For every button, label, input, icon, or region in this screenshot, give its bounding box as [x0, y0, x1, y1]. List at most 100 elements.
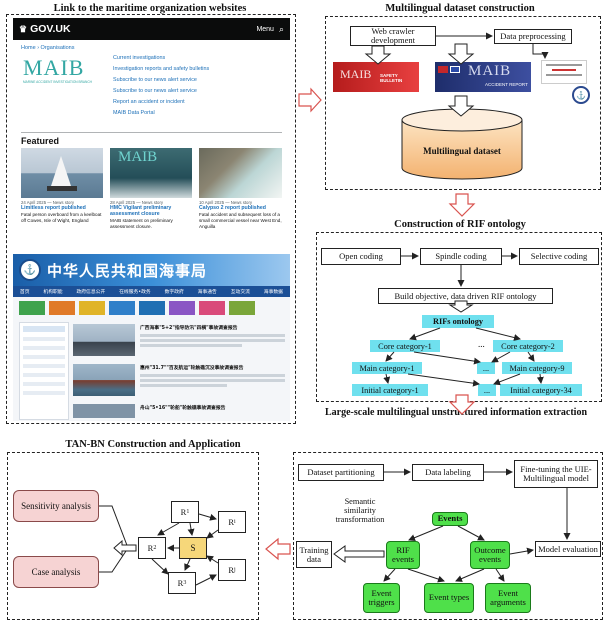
- coast-image: [199, 148, 282, 198]
- govuk-header: ♛ GOV.UK Menu ⌕: [13, 18, 290, 40]
- section-arrow-left: [265, 537, 291, 561]
- links-section-title: Link to the maritime organization websit…: [53, 3, 247, 14]
- search-icon[interactable]: ⌕: [278, 23, 284, 34]
- msa-news-2[interactable]: 惠州"31.7""百友航运"轮触礁沉没事故调查报告: [73, 364, 285, 398]
- core-category-2-node: Core category-2: [493, 340, 563, 352]
- msa-tile-1[interactable]: [19, 301, 45, 315]
- link-data-portal[interactable]: MAIB Data Portal: [113, 110, 155, 116]
- dots-initial-node: ...: [478, 384, 496, 396]
- accident-report-image: MAIB ACCIDENT REPORT: [435, 62, 531, 92]
- dots-main-node: ...: [477, 362, 495, 374]
- tanbn-panel: [7, 452, 259, 620]
- rif-events-node: RIF events: [386, 541, 420, 569]
- msa-nav-home[interactable]: 首页: [19, 290, 30, 295]
- main-category-1-node: Main category-1: [352, 362, 422, 374]
- link-investigation-reports[interactable]: Investigation reports and safety bulleti…: [113, 66, 210, 72]
- msa-nav-info[interactable]: 政府信息公开: [76, 290, 106, 295]
- featured-card-3[interactable]: 10 April 2025 — News story Calypso 2 rep…: [199, 148, 282, 230]
- link-report-accident[interactable]: Report an accident or incident: [113, 99, 185, 105]
- msa-nav-data[interactable]: 海事数据: [263, 290, 283, 295]
- extraction-section-title: Large-scale multilingual unstructured in…: [324, 407, 588, 418]
- msa-emblem-icon: ⚓: [19, 259, 41, 281]
- crown-icon: ♛: [19, 23, 28, 34]
- link-subscribe-1[interactable]: Subscribe to our news alert service: [113, 77, 197, 83]
- msa-nav-interact[interactable]: 互动交流: [230, 290, 250, 295]
- link-subscribe-2[interactable]: Subscribe to our news alert service: [113, 88, 197, 94]
- msa-tile-6[interactable]: [169, 301, 195, 315]
- featured-heading: Featured: [21, 136, 60, 146]
- build-ontology-box: Build objective, data driven RIF ontolog…: [378, 288, 553, 304]
- dots-core-text: ...: [478, 339, 485, 349]
- maib-wave-image: MAIB: [110, 148, 192, 198]
- msa-news-1[interactable]: 广西海事"5+2"指导防汛"四横"事故调查报告: [73, 324, 285, 358]
- featured-card-2[interactable]: MAIB 28 April 2025 — News story HMC Vigi…: [110, 148, 192, 230]
- msa-title: 中华人民共和国海事局: [47, 261, 208, 280]
- case-analysis-node: Case analysis: [13, 556, 99, 588]
- msa-banner: ⚓ 中华人民共和国海事局: [13, 254, 290, 286]
- core-category-1-node: Core category-1: [370, 340, 440, 352]
- msa-tile-2[interactable]: [49, 301, 75, 315]
- msa-page: ⚓ 中华人民共和国海事局 首页 机构职能 政府信息公开 在线服务•政务 数字政府…: [13, 254, 290, 421]
- selective-coding-box: Selective coding: [519, 248, 599, 265]
- msa-tile-8[interactable]: [229, 301, 255, 315]
- msa-icon-row: [13, 297, 290, 319]
- featured-card-1[interactable]: 24 April 2025 — News story Limitless rep…: [21, 148, 103, 224]
- spindle-coding-box: Spindle coding: [420, 248, 502, 265]
- outcome-events-node: Outcome events: [470, 541, 510, 569]
- multilingual-panel: [325, 16, 601, 190]
- finetune-box: Fine-tuning the UIE-Multilingual model: [514, 460, 598, 488]
- open-coding-box: Open coding: [321, 248, 401, 265]
- menu-button[interactable]: Menu: [256, 25, 274, 33]
- semantic-label: Semantic similarity transformation: [335, 497, 385, 525]
- msa-tile-3[interactable]: [79, 301, 105, 315]
- tanbn-section-title: TAN-BN Construction and Application: [65, 439, 241, 450]
- initial-category-34-node: Initial category-34: [500, 384, 582, 396]
- training-data-box: Training data: [296, 541, 332, 568]
- msa-nav-notice[interactable]: 海事通告: [197, 290, 217, 295]
- link-current-investigations[interactable]: Current investigations: [113, 55, 166, 61]
- msa-tile-4[interactable]: [109, 301, 135, 315]
- section-arrow-right: [298, 87, 322, 113]
- event-arguments-node: Event arguments: [485, 583, 531, 613]
- msa-nav-digital[interactable]: 数字政府: [164, 290, 184, 295]
- event-triggers-node: Event triggers: [363, 583, 400, 613]
- safety-bulletin-image: MAIB SAFETY BULLETIN: [333, 62, 419, 92]
- model-evaluation-box: Model evaluation: [535, 541, 601, 557]
- websites-panel: [6, 14, 296, 424]
- main-category-9-node: Main category-9: [502, 362, 572, 374]
- rifs-ontology-node: RIFs ontology: [422, 315, 494, 328]
- section-arrow-down-1: [448, 193, 476, 217]
- msa-sidebar: [19, 322, 69, 420]
- preprocess-box: Data preprocessing: [494, 29, 572, 44]
- ship-image-1: [73, 324, 135, 356]
- msa-news-3[interactable]: 舟山"5•16""轮船"轮触礁事故调查报告: [73, 404, 285, 418]
- msa-tile-5[interactable]: [139, 301, 165, 315]
- govuk-links: Current investigations Investigation rep…: [113, 53, 209, 119]
- event-types-node: Event types: [424, 583, 474, 613]
- events-node: Events: [432, 512, 468, 526]
- crawler-box: Web crawler development: [350, 26, 436, 46]
- msa-nav: 首页 机构职能 政府信息公开 在线服务•政务 数字政府 海事通告 互动交流 海事…: [13, 286, 290, 297]
- govuk-divider: [21, 132, 282, 133]
- sensitivity-analysis-node: Sensitivity analysis: [13, 490, 99, 522]
- node-s: S: [179, 537, 207, 559]
- extraction-panel: [293, 452, 603, 620]
- msa-nav-online[interactable]: 在线服务•政务: [119, 290, 151, 295]
- data-labeling-box: Data labeling: [412, 464, 484, 481]
- govuk-logo[interactable]: ♛ GOV.UK: [19, 23, 71, 35]
- document-thumbnail: [541, 60, 587, 84]
- govuk-breadcrumb[interactable]: Home › Organisations: [21, 45, 75, 51]
- ship-image-2: [73, 364, 135, 396]
- sailboat-image: [21, 148, 103, 198]
- msa-tile-7[interactable]: [199, 301, 225, 315]
- rif-section-title: Construction of RIF ontology: [394, 219, 526, 230]
- maib-logo: MAIB MARINE ACCIDENT INVESTIGATION BRANC…: [23, 55, 92, 84]
- govuk-page: ♛ GOV.UK Menu ⌕ Home › Organisations MAI…: [13, 18, 290, 250]
- msa-nav-functions[interactable]: 机构职能: [43, 290, 63, 295]
- dataset-partitioning-box: Dataset partitioning: [298, 464, 384, 481]
